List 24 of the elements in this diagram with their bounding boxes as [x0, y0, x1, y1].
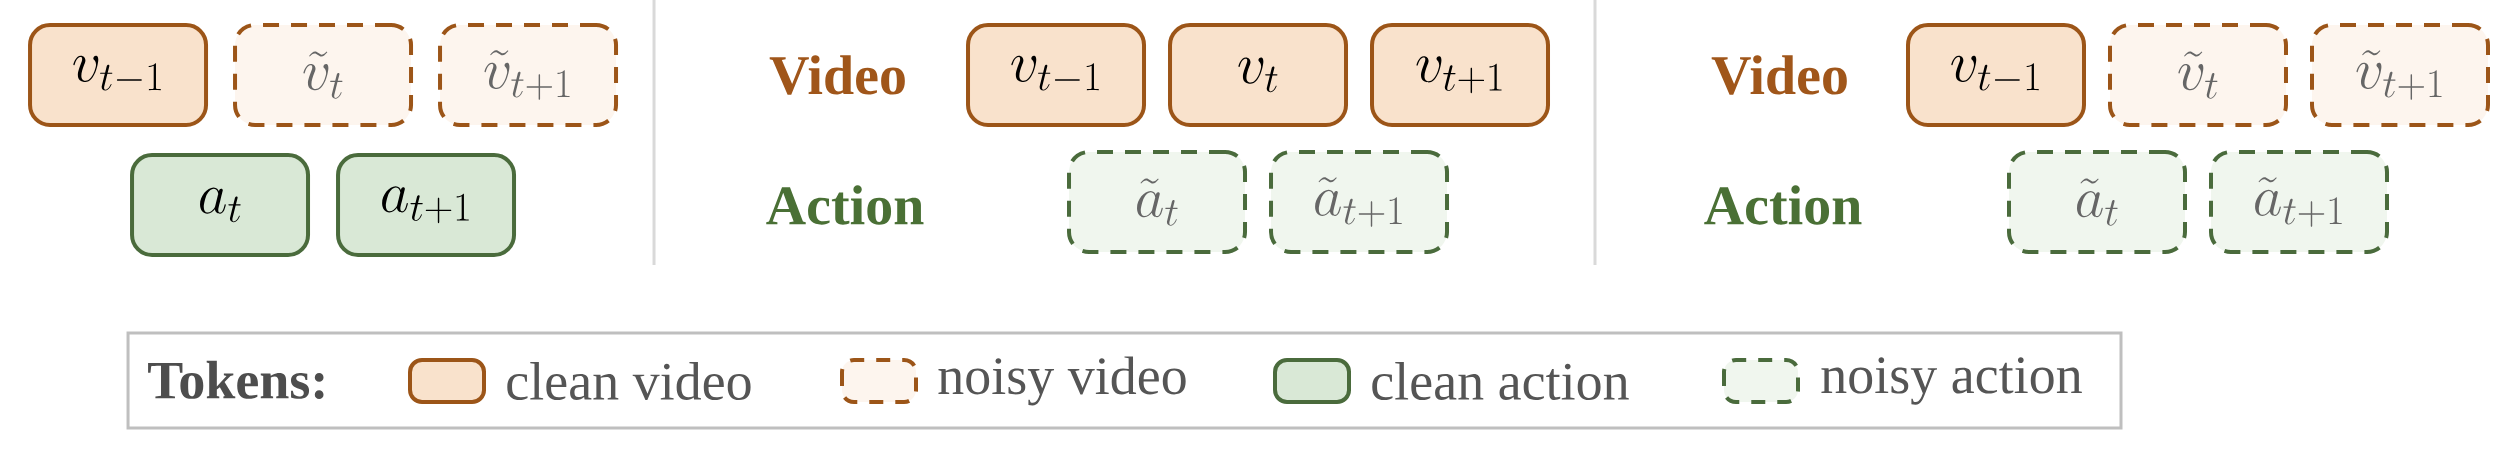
token-box: $v_{t-1}$ [966, 23, 1146, 127]
row-label: Action [1704, 185, 1862, 225]
row-label: Video [769, 55, 905, 95]
token-box: $\tilde{v}_{t+1}$ [438, 23, 619, 127]
token-box: $a_t$ [130, 153, 311, 257]
token-box: $v_t$ [1168, 23, 1348, 127]
row-label: Video [1711, 55, 1847, 95]
token-box: $\tilde{v}_t$ [2108, 23, 2288, 127]
token-box: $\tilde{v}_{t+1}$ [2310, 23, 2490, 127]
legend-text: clean video [507, 362, 751, 400]
token-box: $\tilde{a}_t$ [1067, 150, 1247, 254]
legend-text: clean action [1372, 362, 1629, 400]
token-box: $\tilde{a}_{t+1}$ [1269, 150, 1449, 254]
token-box: $a_{t+1}$ [336, 153, 517, 257]
token-box: $v_{t+1}$ [1370, 23, 1550, 127]
legend-title: Tokens: [148, 360, 324, 400]
legend-text: noisy video [938, 356, 1186, 406]
token-box: $v_{t-1}$ [1906, 23, 2086, 127]
row-label: Action [766, 185, 924, 225]
token-box: $v_{t-1}$ [28, 23, 209, 127]
token-box: $\tilde{v}_t$ [233, 23, 414, 127]
token-box: $\tilde{a}_t$ [2007, 150, 2187, 254]
token-box: $\tilde{a}_{t+1}$ [2209, 150, 2389, 254]
legend-text: noisy action [1821, 357, 2082, 405]
